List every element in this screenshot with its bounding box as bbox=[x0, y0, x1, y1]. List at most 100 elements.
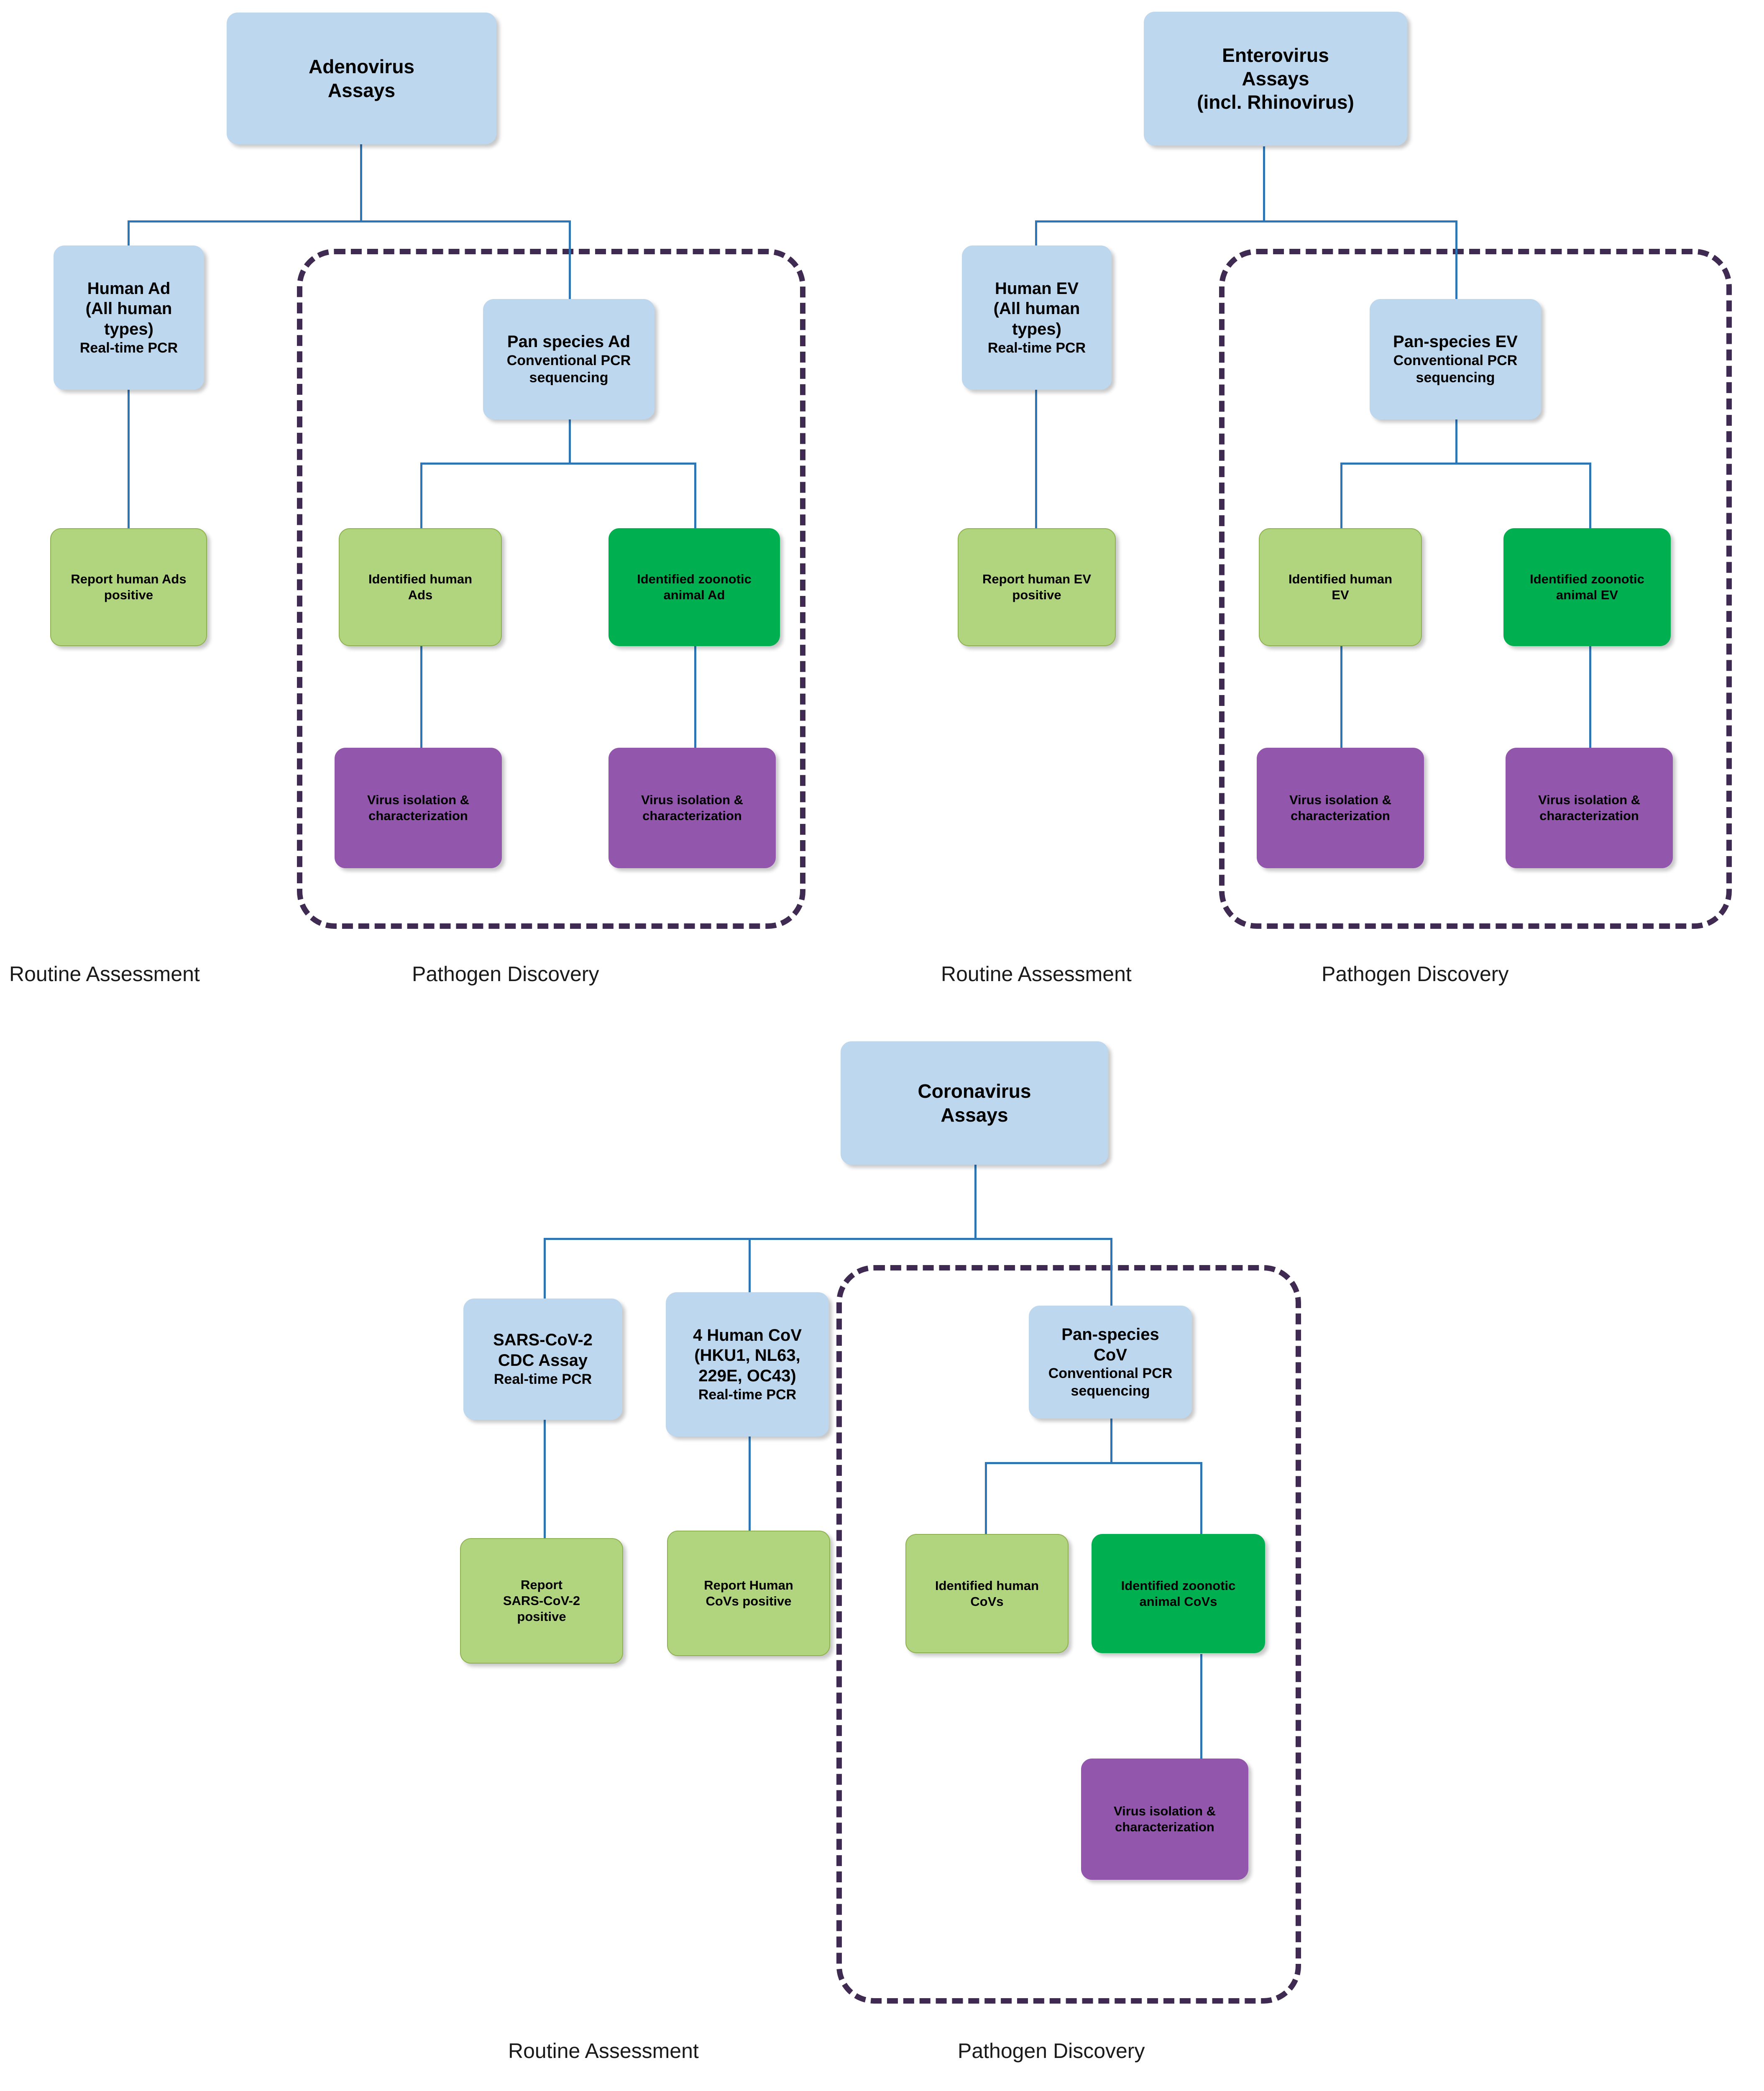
node-label-line2: animal CoVs bbox=[1139, 1594, 1217, 1609]
connector-root-bus-cov bbox=[544, 1238, 1112, 1240]
connector-to-4humancov-assay bbox=[749, 1238, 751, 1299]
connector-to-sars-assay bbox=[544, 1238, 546, 1299]
node-label-line4: Real-time PCR bbox=[79, 340, 178, 356]
node-label-line1: Report bbox=[521, 1577, 562, 1593]
node-label-line1: Report human EV bbox=[982, 572, 1092, 587]
connector-to-identified-human-ev bbox=[1340, 463, 1342, 529]
node-label-line2: (All human bbox=[993, 299, 1080, 318]
node-label-line1: Identified zoonotic bbox=[1530, 572, 1644, 587]
node-identified-zoonotic-animal-ad[interactable]: Identified zoonotic animal Ad bbox=[608, 528, 780, 646]
node-report-human-ev-positive[interactable]: Report human EV positive bbox=[958, 528, 1116, 646]
node-label-line2: CDC Assay bbox=[498, 1351, 588, 1370]
node-coronavirus-assays[interactable]: Coronavirus Assays bbox=[841, 1041, 1108, 1165]
connector-4humancov-to-result bbox=[749, 1420, 751, 1539]
node-report-human-ads-positive[interactable]: Report human Ads positive bbox=[50, 528, 207, 646]
node-4-human-cov-assay[interactable]: 4 Human CoV (HKU1, NL63, 229E, OC43) Rea… bbox=[666, 1292, 829, 1437]
caption-pathogen-discovery-adenovirus: Pathogen Discovery bbox=[412, 962, 599, 986]
node-identified-human-ads[interactable]: Identified human Ads bbox=[339, 528, 502, 646]
node-label-line1: Pan species Ad bbox=[507, 332, 631, 351]
node-enterovirus-assays[interactable]: Enterovirus Assays (incl. Rhinovirus) bbox=[1144, 12, 1407, 146]
node-label-line3: types) bbox=[104, 320, 153, 339]
node-label-line1: Identified human bbox=[935, 1578, 1039, 1593]
node-label-line1: Virus isolation & bbox=[367, 792, 470, 808]
node-label-line1: Virus isolation & bbox=[1113, 1804, 1216, 1819]
connector-panspecies-stem-ev bbox=[1455, 418, 1457, 464]
node-label-line2: animal EV bbox=[1556, 588, 1618, 602]
node-human-ev-assay[interactable]: Human EV (All human types) Real-time PCR bbox=[962, 245, 1112, 390]
node-label-line2: Assays bbox=[327, 79, 396, 101]
node-label-line2: characterization bbox=[1539, 808, 1639, 823]
connector-to-panspecies-ev bbox=[1455, 220, 1457, 300]
node-human-ad-assay[interactable]: Human Ad (All human types) Real-time PCR bbox=[54, 245, 204, 390]
connector-humanev-result-to-isolation bbox=[1340, 644, 1342, 749]
node-label-line1: Virus isolation & bbox=[1538, 792, 1641, 808]
node-label-line2: characterization bbox=[368, 808, 468, 823]
node-identified-human-ev[interactable]: Identified human EV bbox=[1259, 528, 1422, 646]
node-virus-isolation-cov[interactable]: Virus isolation & characterization bbox=[1081, 1759, 1248, 1880]
pathogen-discovery-frame-adenovirus bbox=[297, 249, 805, 929]
node-label-line2: characterization bbox=[1115, 1820, 1214, 1834]
node-label-line1: Adenovirus bbox=[308, 56, 415, 78]
node-label-line2: Conventional PCR bbox=[506, 352, 631, 368]
node-label-line1: Identified zoonotic bbox=[637, 572, 752, 587]
node-label-line4: sequencing bbox=[1071, 1383, 1150, 1399]
node-label-line1: 4 Human CoV bbox=[693, 1326, 802, 1345]
node-label-line2: CoVs positive bbox=[706, 1594, 792, 1608]
node-label-line1: Report Human bbox=[704, 1578, 793, 1593]
node-label-line1: Human Ad bbox=[87, 279, 171, 298]
node-label-line1: SARS-CoV-2 bbox=[493, 1331, 593, 1350]
connector-to-identified-human-cov bbox=[985, 1462, 987, 1539]
node-report-human-covs-positive[interactable]: Report Human CoVs positive bbox=[667, 1531, 830, 1656]
node-label-line2: (HKU1, NL63, bbox=[694, 1346, 800, 1365]
pathogen-discovery-frame-enterovirus bbox=[1219, 249, 1732, 929]
node-virus-isolation-ev-left[interactable]: Virus isolation & characterization bbox=[1257, 748, 1424, 868]
node-label-line3: sequencing bbox=[529, 370, 608, 386]
connector-panspecies-stem-cov bbox=[1110, 1418, 1112, 1464]
node-label-line4: Real-time PCR bbox=[987, 340, 1086, 356]
node-virus-isolation-ad-right[interactable]: Virus isolation & characterization bbox=[608, 748, 776, 868]
node-pan-species-ad-assay[interactable]: Pan species Ad Conventional PCR sequenci… bbox=[483, 299, 654, 419]
connector-panspecies-bus-ad bbox=[420, 463, 696, 465]
node-sars-cov-2-cdc-assay[interactable]: SARS-CoV-2 CDC Assay Real-time PCR bbox=[463, 1299, 622, 1420]
node-identified-human-covs[interactable]: Identified human CoVs bbox=[905, 1534, 1069, 1653]
node-label-line2: CoV bbox=[1094, 1345, 1127, 1364]
node-pan-species-cov-assay[interactable]: Pan-species CoV Conventional PCR sequenc… bbox=[1029, 1306, 1192, 1419]
connector-panspecies-stem-ad bbox=[569, 418, 571, 464]
connector-to-panspecies-ad bbox=[569, 220, 571, 300]
connector-zoonotic-to-isolation-cov bbox=[1200, 1654, 1202, 1759]
node-pan-species-ev-assay[interactable]: Pan-species EV Conventional PCR sequenci… bbox=[1370, 299, 1541, 419]
node-label-line1: Pan-species EV bbox=[1393, 332, 1518, 351]
node-report-sars-cov-2-positive[interactable]: Report SARS-CoV-2 positive bbox=[460, 1538, 623, 1664]
node-label-line1: Virus isolation & bbox=[641, 792, 744, 808]
node-label-line2: positive bbox=[104, 588, 153, 602]
node-label-line1: Pan-species bbox=[1061, 1325, 1159, 1344]
node-identified-zoonotic-animal-covs[interactable]: Identified zoonotic animal CoVs bbox=[1092, 1534, 1265, 1653]
connector-to-human-ad bbox=[128, 220, 130, 245]
node-label-line1: Human EV bbox=[994, 279, 1079, 298]
connector-to-identified-zoonotic-cov bbox=[1200, 1462, 1202, 1539]
connector-root-bus-ad bbox=[128, 220, 571, 222]
connector-root-bus-ev bbox=[1035, 220, 1457, 222]
node-label-line1: Identified zoonotic bbox=[1121, 1578, 1236, 1593]
connector-to-identified-zoonotic-ad bbox=[694, 463, 696, 529]
node-label-line1: Report human Ads bbox=[71, 572, 187, 587]
node-label-line1: Coronavirus bbox=[918, 1080, 1031, 1102]
node-virus-isolation-ev-right[interactable]: Virus isolation & characterization bbox=[1506, 748, 1673, 868]
node-label-line2: SARS-CoV-2 bbox=[503, 1593, 580, 1608]
connector-to-identified-human-ad bbox=[420, 463, 422, 529]
connector-sars-assay-to-result bbox=[544, 1420, 546, 1539]
connector-panspecies-bus-ev bbox=[1340, 463, 1591, 465]
node-label-line3: sequencing bbox=[1416, 370, 1495, 386]
node-label-line2: Conventional PCR bbox=[1393, 352, 1518, 368]
connector-humanad-result-to-isolation bbox=[420, 644, 422, 749]
node-label-line2: animal Ad bbox=[663, 588, 725, 602]
connector-zoonotic-to-isolation-ad bbox=[694, 644, 696, 749]
node-identified-zoonotic-animal-ev[interactable]: Identified zoonotic animal EV bbox=[1503, 528, 1671, 646]
connector-zoonotic-to-isolation-ev bbox=[1589, 644, 1591, 749]
node-virus-isolation-ad-left[interactable]: Virus isolation & characterization bbox=[335, 748, 502, 868]
node-adenovirus-assays[interactable]: Adenovirus Assays bbox=[227, 13, 496, 144]
connector-root-stem-ad bbox=[360, 144, 362, 222]
pathogen-discovery-frame-coronavirus bbox=[836, 1265, 1301, 2004]
connector-root-stem-cov bbox=[974, 1165, 977, 1240]
